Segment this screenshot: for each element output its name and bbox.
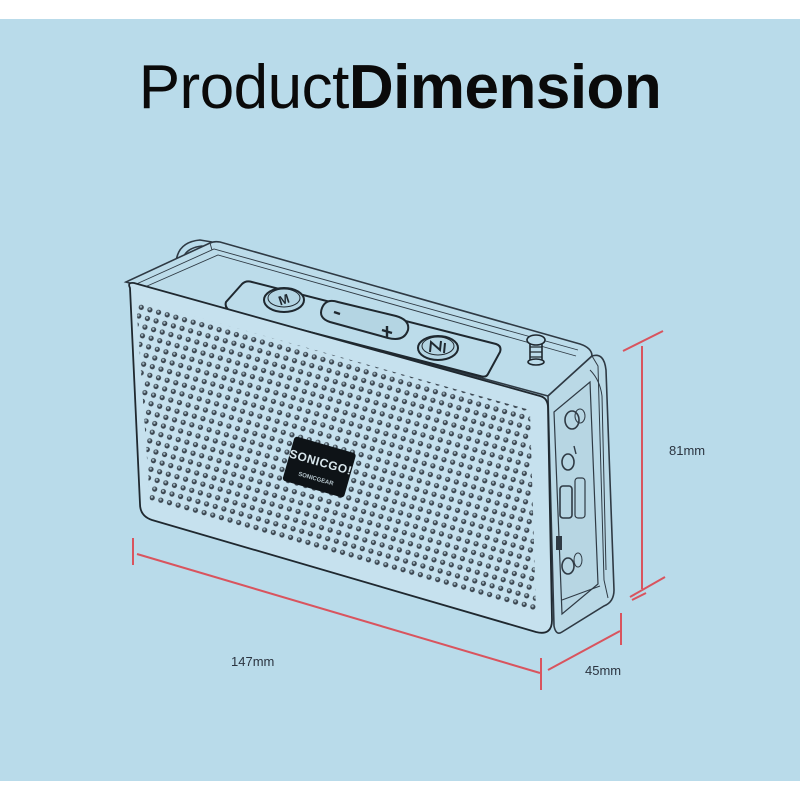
length-label: 147mm <box>231 654 275 669</box>
strap-post <box>526 334 546 366</box>
height-label: 81mm <box>669 443 706 458</box>
depth-line <box>547 630 621 671</box>
page-title: ProductDimension <box>0 50 800 126</box>
brand-badge: SONICGO! SONICGEAR <box>282 436 356 498</box>
title-bold: Dimension <box>348 53 662 122</box>
control-panel: M <box>224 280 502 378</box>
svg-text:M: M <box>276 291 291 309</box>
play-pause-button[interactable] <box>417 335 459 361</box>
dimension-lines <box>132 330 666 690</box>
title-regular: Product <box>138 53 350 122</box>
length-line <box>136 553 541 674</box>
height-cap-bottom <box>629 576 666 598</box>
side-panel <box>547 354 615 634</box>
height-cap-top <box>622 330 664 352</box>
depth-label: 45mm <box>585 663 622 678</box>
depth-extension <box>631 592 647 601</box>
mode-button[interactable]: M <box>263 287 305 313</box>
volume-rocker[interactable] <box>320 299 410 340</box>
